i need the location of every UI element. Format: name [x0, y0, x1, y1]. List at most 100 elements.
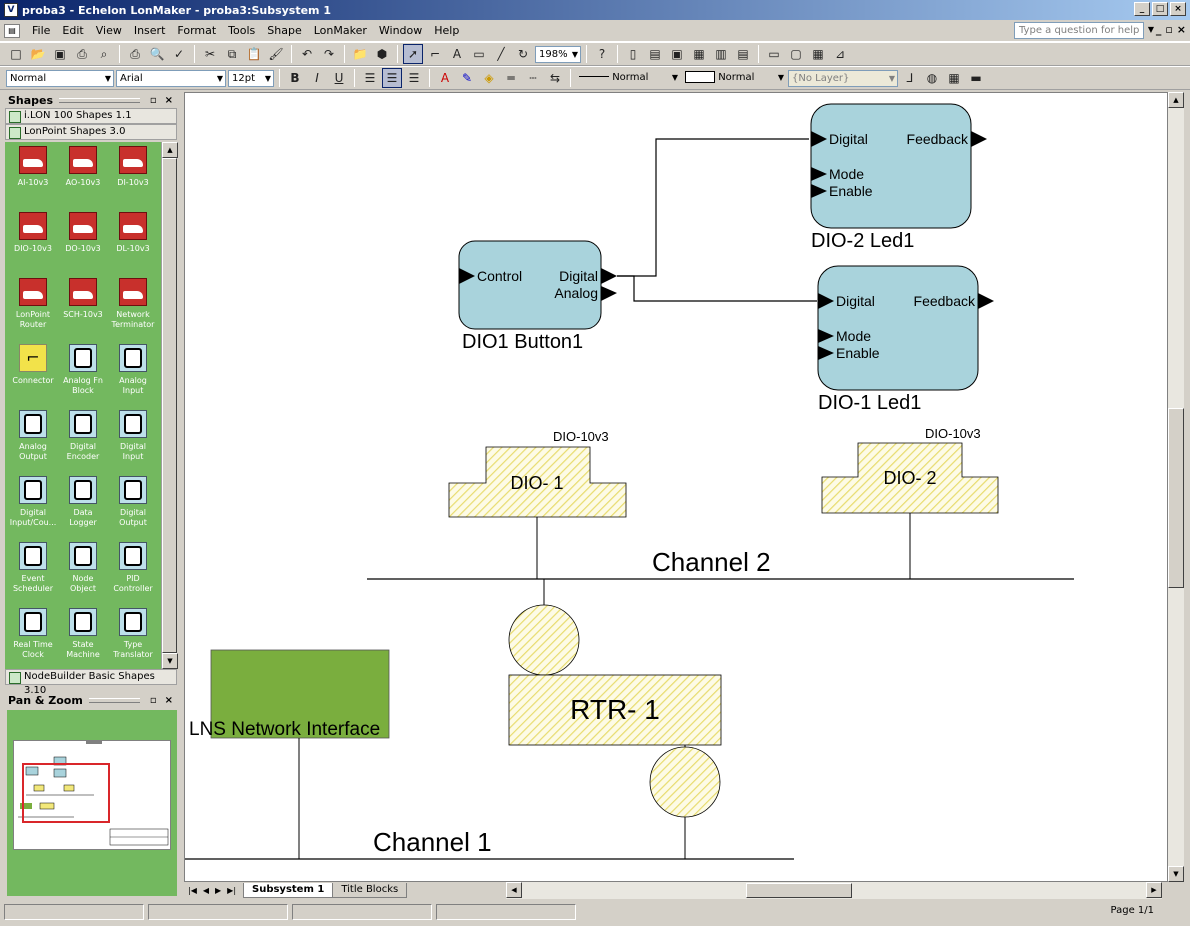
stencil-shape-item[interactable]: Data Logger — [59, 476, 107, 542]
stencil-shape-item[interactable]: SCH-10v3 — [59, 278, 107, 344]
panel-menu-icon[interactable]: ▫ — [149, 94, 157, 106]
mode-input-port[interactable] — [811, 167, 827, 181]
print-preview-icon[interactable]: ⌕ — [100, 46, 108, 61]
style-select[interactable]: Normal▼ — [6, 69, 114, 87]
permission-icon[interactable]: ⎙ — [77, 46, 87, 61]
line-weight-icon[interactable]: ═ — [507, 71, 515, 85]
fill-color-icon[interactable]: ◈ — [484, 71, 494, 85]
rotate-tool-icon[interactable]: ↻ — [517, 47, 529, 61]
doc-close-icon[interactable]: × — [1176, 23, 1186, 36]
cut-icon[interactable]: ✂ — [204, 47, 216, 61]
stencil-shape-item[interactable]: Digital Encoder — [59, 410, 107, 476]
menu-view[interactable]: View — [95, 23, 122, 37]
font-select[interactable]: Arial▼ — [116, 69, 226, 87]
lonmaker-5-icon[interactable]: ▭ — [768, 47, 780, 61]
rectangle-tool-icon[interactable]: ▭ — [473, 47, 485, 61]
dio1-led-block[interactable]: Digital Mode Enable Feedback DIO-1 Led1 — [817, 265, 994, 414]
menu-tools[interactable]: Tools — [228, 23, 256, 37]
line-color-icon[interactable]: ✎ — [461, 71, 473, 85]
stencil-shape-item[interactable]: LonPoint Router — [9, 278, 57, 344]
underline-icon[interactable]: U — [334, 71, 344, 85]
stencil-shape-item[interactable]: Real Time Clock — [9, 608, 57, 669]
digital-input-port[interactable] — [818, 293, 834, 309]
lonmaker-4-icon[interactable]: ▤ — [737, 47, 749, 61]
horizontal-scroll-thumb[interactable] — [746, 883, 852, 898]
shapes-icon[interactable]: ⬢ — [376, 47, 388, 61]
stencil-shape-item[interactable]: AO-10v3 — [59, 146, 107, 212]
lonmaker-3-icon[interactable]: ▥ — [715, 47, 727, 61]
print-icon[interactable]: ⎙ — [130, 46, 140, 61]
menu-shape[interactable]: Shape — [267, 23, 302, 37]
stencil-shape-item[interactable]: Analog Input — [109, 344, 157, 410]
help-search-input[interactable]: Type a question for help — [1014, 22, 1144, 39]
redo-icon[interactable]: ↷ — [323, 47, 335, 61]
control-input-port[interactable] — [459, 268, 475, 284]
pan-zoom-page-thumbnail[interactable] — [13, 740, 171, 850]
close-button[interactable]: × — [1170, 2, 1186, 16]
menu-help[interactable]: Help — [434, 23, 460, 37]
open-icon[interactable]: 📂 — [30, 47, 46, 61]
channel-1[interactable]: Channel 1 — [185, 827, 794, 860]
help-icon[interactable]: ? — [598, 47, 606, 61]
copy-icon[interactable]: ⧉ — [227, 46, 237, 61]
stencil-shape-item[interactable]: DO-10v3 — [59, 212, 107, 278]
maximize-button[interactable]: □ — [1152, 2, 1168, 16]
dio2-device[interactable]: DIO-10v3 DIO- 2 — [821, 426, 999, 579]
last-page-icon[interactable]: ▶| — [227, 886, 237, 895]
stencil-shape-item[interactable]: DL-10v3 — [109, 212, 157, 278]
binding-lines[interactable] — [617, 138, 817, 302]
stencil-shape-item[interactable]: Type Translator — [109, 608, 157, 669]
line-ends-icon[interactable]: ⇆ — [549, 71, 561, 85]
stencil-shape-item[interactable]: DI-10v3 — [109, 146, 157, 212]
menu-lonmaker[interactable]: LonMaker — [313, 23, 367, 37]
scroll-down-icon[interactable]: ▼ — [1168, 866, 1184, 882]
menu-edit[interactable]: Edit — [62, 23, 84, 37]
menu-insert[interactable]: Insert — [133, 23, 166, 37]
first-page-icon[interactable]: |◀ — [188, 886, 197, 895]
doc-minimize-icon[interactable]: _ — [1155, 23, 1162, 36]
document-icon[interactable]: ▤ — [4, 23, 20, 38]
stencil-nodebuilder[interactable]: NodeBuilder Basic Shapes 3.10 — [5, 669, 177, 696]
scroll-left-icon[interactable]: ◀ — [506, 882, 522, 898]
dio1-device[interactable]: DIO-10v3 DIO- 1 — [448, 429, 627, 579]
menu-format[interactable]: Format — [177, 23, 217, 37]
stencil-shape-item[interactable]: Digital Input — [109, 410, 157, 476]
enable-input-port[interactable] — [818, 346, 834, 360]
stencil-lonpoint[interactable]: LonPoint Shapes 3.0 — [5, 124, 177, 140]
lns-network-interface[interactable]: LNS Network Interface — [189, 649, 390, 859]
stencil-shape-item[interactable]: DIO-10v3 — [9, 212, 57, 278]
canvas-vertical-scrollbar[interactable]: ▲ ▼ — [1168, 92, 1184, 882]
lonmaker-8-icon[interactable]: ⊿ — [834, 47, 846, 61]
font-color-icon[interactable]: A — [440, 71, 450, 85]
dio2-led-block[interactable]: Digital Mode Enable Feedback DIO-2 Led1 — [810, 103, 987, 252]
stencil-shape-item[interactable]: PID Controller — [109, 542, 157, 608]
stencil-shape-item[interactable]: Digital Input/Cou... — [9, 476, 57, 542]
menu-file[interactable]: File — [32, 23, 51, 37]
drawing-canvas[interactable]: Digital Mode Enable Feedback DIO-2 Led1 … — [184, 92, 1168, 882]
stencil-shape-item[interactable]: AI-10v3 — [9, 146, 57, 212]
menu-window[interactable]: Window — [378, 23, 423, 37]
stencil-ilon[interactable]: i.LON 100 Shapes 1.1 — [5, 108, 177, 124]
tab-title-blocks[interactable]: Title Blocks — [332, 883, 408, 898]
page-setup-icon[interactable]: ▤ — [649, 47, 661, 61]
doc-restore-icon[interactable]: ▫ — [1165, 23, 1173, 36]
stencil-shape-item[interactable]: Digital Output — [109, 476, 157, 542]
dio1-button-block[interactable]: Control Digital Analog DIO1 Button1 — [458, 240, 617, 353]
scroll-right-icon[interactable]: ▶ — [1146, 882, 1162, 898]
line-tool-icon[interactable]: ╱ — [497, 47, 505, 61]
align-left-icon[interactable]: ☰ — [364, 71, 376, 85]
stencil-shape-item[interactable]: Node Object — [59, 542, 107, 608]
digital-output-port[interactable] — [601, 268, 617, 284]
prev-page-icon[interactable]: ◀ — [202, 886, 210, 895]
format-painter-icon[interactable]: 🖌 — [268, 47, 284, 61]
vertical-scroll-thumb[interactable] — [1168, 408, 1184, 588]
stencil-shape-item[interactable]: Network Terminator — [109, 278, 157, 344]
panel-menu-icon[interactable]: ▫ — [149, 694, 157, 706]
zoom-select[interactable]: 198%▼ — [535, 45, 581, 63]
report-icon[interactable]: ▬ — [970, 71, 982, 85]
feedback-output-port[interactable] — [978, 293, 994, 309]
connector-tool-icon[interactable]: ⌐ — [429, 47, 441, 61]
line-style-select[interactable]: Normal▼ — [576, 70, 680, 87]
analog-output-port[interactable] — [601, 286, 617, 301]
undo-icon[interactable]: ↶ — [301, 47, 313, 61]
